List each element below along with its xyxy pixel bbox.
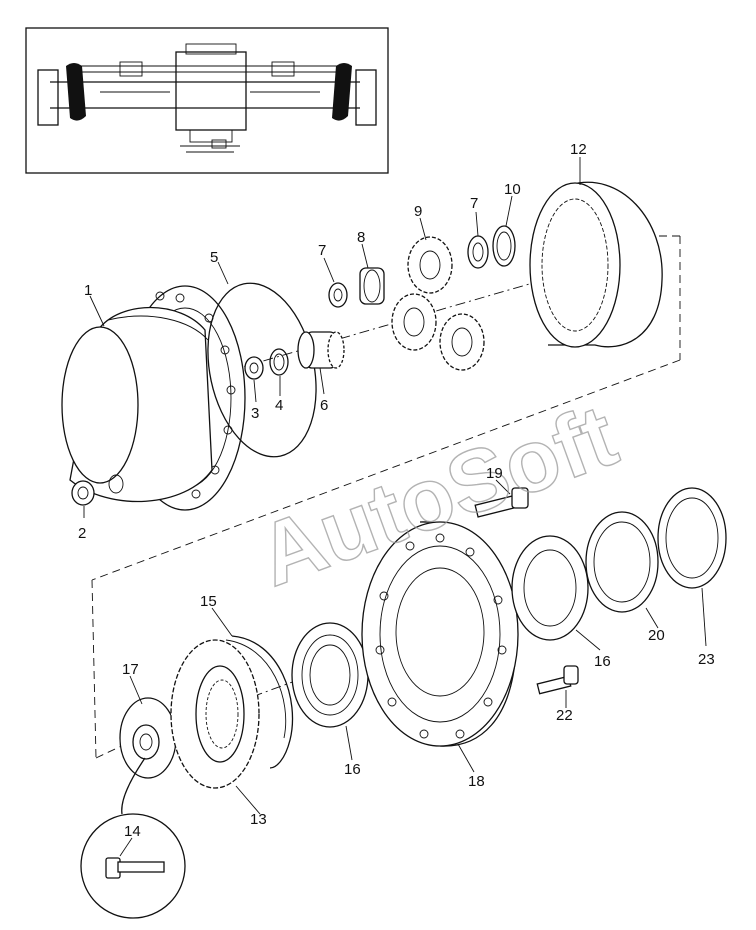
part-14-bolt-detail xyxy=(80,757,186,919)
callout-20: 20 xyxy=(648,627,665,644)
callout-6: 6 xyxy=(320,397,328,414)
callout-14: 14 xyxy=(124,823,141,840)
part-17-retainer xyxy=(119,697,177,779)
part-7-spacer-left xyxy=(328,282,348,308)
part-3-thrust-washer xyxy=(244,356,264,380)
part-6-sun-gear xyxy=(297,331,345,369)
part-16-bearing-left xyxy=(291,622,369,728)
callout-12: 12 xyxy=(570,141,587,158)
part-16-seal-right xyxy=(511,535,589,641)
planet-gear-middle xyxy=(391,293,437,351)
part-19-bolt xyxy=(474,487,529,518)
callout-1: 1 xyxy=(84,282,92,299)
planet-gear-lower xyxy=(439,313,485,371)
callout-18: 18 xyxy=(468,773,485,790)
callout-10: 10 xyxy=(504,181,521,198)
part-13-drive-gear xyxy=(170,639,260,789)
part-15-circlip xyxy=(225,635,294,769)
callout-7-right: 7 xyxy=(470,195,478,212)
callout-17: 17 xyxy=(122,661,139,678)
callout-8: 8 xyxy=(357,229,365,246)
callout-4: 4 xyxy=(275,397,283,414)
part-12-ring-gear xyxy=(529,181,663,348)
callout-13: 13 xyxy=(250,811,267,828)
callout-19: 19 xyxy=(486,465,503,482)
part-22-bolt xyxy=(536,665,579,695)
part-4-snap-ring xyxy=(269,348,289,376)
callout-labels: 1 2 3 4 5 6 7 7 8 9 10 12 13 14 15 16 16… xyxy=(78,141,715,840)
part-8-needle-bearing xyxy=(359,267,385,305)
part-10-circlip xyxy=(492,225,516,267)
callout-2: 2 xyxy=(78,525,86,542)
part-18-wheel-hub xyxy=(361,521,519,747)
callout-3: 3 xyxy=(251,405,259,422)
callout-22: 22 xyxy=(556,707,573,724)
part-20-ring xyxy=(585,511,659,613)
callout-15: 15 xyxy=(200,593,217,610)
part-9-planet-gears xyxy=(391,236,485,371)
part-23-shim xyxy=(657,487,727,589)
part-1-planetary-housing xyxy=(61,285,246,511)
callout-16-right: 16 xyxy=(594,653,611,670)
planet-gear-upper xyxy=(407,236,453,294)
part-7-spacer-right xyxy=(467,235,489,269)
callout-7-left: 7 xyxy=(318,242,326,259)
axle-locator-inset xyxy=(25,27,389,174)
callout-5: 5 xyxy=(210,249,218,266)
leader-lines xyxy=(83,157,707,857)
part-2-plug xyxy=(71,480,95,506)
callout-23: 23 xyxy=(698,651,715,668)
callout-16-left: 16 xyxy=(344,761,361,778)
callout-9: 9 xyxy=(414,203,422,220)
